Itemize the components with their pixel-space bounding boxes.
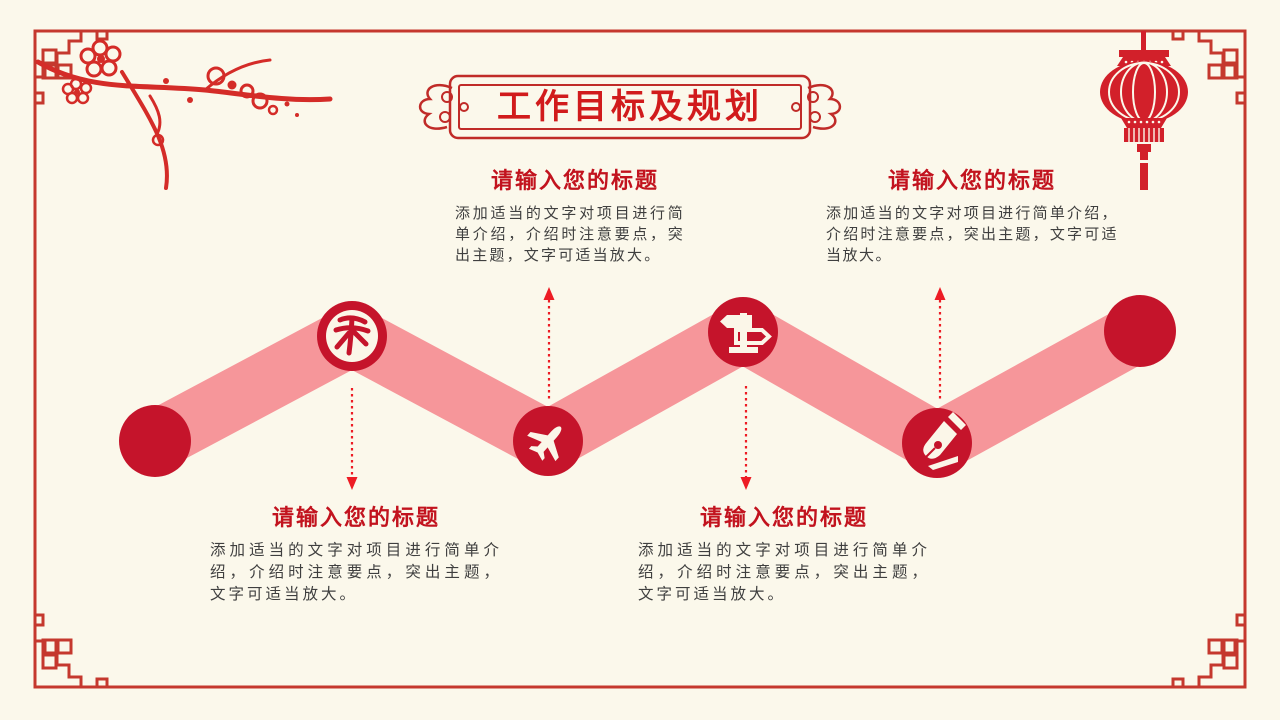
section-body: 添加适当的文字对项目进行简单介绍，介绍时注意要点，突出主题，文字可适当放大。: [210, 542, 502, 603]
pen-nib-icon: [923, 412, 966, 470]
arrow-down-node3: [740, 386, 752, 490]
section-title: 请输入您的标题: [699, 505, 868, 530]
airplane-icon: [527, 426, 562, 462]
arrow-down-node1: [346, 388, 358, 490]
section-body: 添加适当的文字对项目进行简单介绍，介绍时注意要点，突出主题，文字可适当放大。: [826, 205, 1118, 264]
page-title: 工作目标及规划: [497, 89, 763, 126]
banner-scroll-left-icon: [418, 83, 469, 130]
timeline-node-1: [317, 301, 387, 371]
ribbon-end-cap: [1104, 295, 1176, 367]
arrow-up-node4: [934, 287, 946, 402]
fret-corner-bottom-left-icon: [33, 613, 109, 689]
arrow-up-node2: [543, 287, 555, 400]
section-bottom-middle: 请输入您的标题 添加适当的文字对项目进行简单介绍，介绍时注意要点，突出主题，文字…: [638, 500, 930, 606]
slide-border-frame: [33, 29, 1247, 689]
title-banner-frame: [418, 74, 842, 140]
section-title: 请输入您的标题: [271, 505, 440, 530]
section-top-middle: 请输入您的标题 添加适当的文字对项目进行简单介绍，介绍时注意要点，突出主题，文字…: [455, 163, 695, 266]
ribbon-start-cap: [119, 405, 191, 477]
timeline-node-4: [902, 408, 972, 478]
signpost-icon: [720, 313, 772, 353]
banner-scroll-right-icon: [791, 83, 842, 130]
plum-blossom-branch-icon: [35, 39, 333, 190]
section-top-right: 请输入您的标题 添加适当的文字对项目进行简单介绍，介绍时注意要点，突出主题，文字…: [826, 163, 1118, 266]
timeline-node-2: [513, 406, 583, 476]
section-body: 添加适当的文字对项目进行简单介绍，介绍时注意要点，突出主题，文字可适当放大。: [638, 542, 930, 603]
section-title: 请输入您的标题: [887, 168, 1056, 193]
fret-corner-bottom-right-icon: [1171, 613, 1247, 689]
section-title: 请输入您的标题: [490, 168, 659, 193]
zigzag-ribbon: [140, 297, 1155, 478]
section-bottom-left: 请输入您的标题 添加适当的文字对项目进行简单介绍，介绍时注意要点，突出主题，文字…: [210, 500, 502, 606]
section-body: 添加适当的文字对项目进行简单介绍，介绍时注意要点，突出主题，文字可适当放大。: [455, 205, 685, 264]
red-lantern-icon: [1100, 31, 1188, 190]
timeline-node-3: [708, 297, 778, 367]
tea-seal-icon: [326, 310, 378, 362]
